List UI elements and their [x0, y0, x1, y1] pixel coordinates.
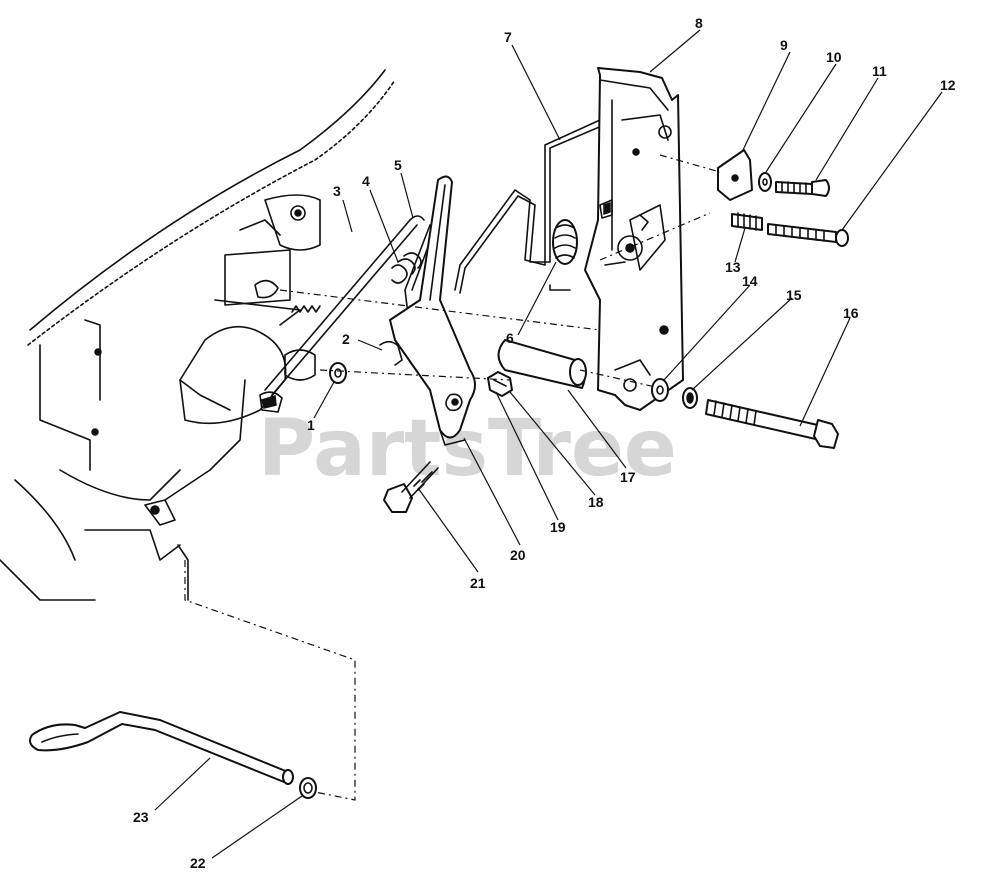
callout-1: 1: [307, 417, 315, 433]
part-6-spring: [552, 219, 578, 265]
part-16-bolt: [705, 399, 839, 449]
part-15-lockwasher: [682, 387, 698, 409]
callout-19: 19: [550, 519, 566, 535]
callout-20: 20: [510, 547, 526, 563]
callout-12: 12: [940, 77, 956, 93]
callout-18: 18: [588, 494, 604, 510]
part-22-washer: [299, 777, 317, 799]
small-spring: [291, 305, 321, 313]
callout-22: 22: [190, 855, 206, 871]
part-21-bolt: [383, 461, 439, 513]
part-1-washer: [329, 362, 347, 384]
part-14-washer: [651, 378, 669, 402]
leader-lines: [154, 29, 943, 859]
callout-7: 7: [504, 29, 512, 45]
callout-8: 8: [695, 15, 703, 31]
callout-labels: 1 2 3 4 5 6 7 8 9 10 11 12 13 14 15 16 1…: [133, 15, 956, 871]
callout-13: 13: [725, 259, 741, 275]
callout-16: 16: [843, 305, 859, 321]
callout-4: 4: [362, 173, 370, 189]
callout-6: 6: [506, 330, 514, 346]
part-7-wire: [454, 119, 605, 294]
part-10-washer: [758, 172, 772, 192]
callout-10: 10: [826, 49, 842, 65]
callout-23: 23: [133, 809, 149, 825]
callout-5: 5: [394, 157, 402, 173]
callout-14: 14: [742, 273, 758, 289]
part-3-rod: [264, 215, 425, 396]
part-11-screw: [775, 179, 830, 197]
alignment-lines: [184, 154, 721, 801]
callout-9: 9: [780, 37, 788, 53]
part-9-bracket: [717, 149, 753, 201]
part-13-spring: [731, 212, 763, 231]
callout-3: 3: [333, 183, 341, 199]
watermark: PartsTree: [258, 404, 677, 494]
part-12-screw: [767, 223, 849, 247]
engine-housing: [0, 69, 396, 601]
part-8-control-plate: [584, 67, 684, 411]
part-19-nut: [487, 371, 513, 397]
callout-17: 17: [620, 469, 636, 485]
callout-2: 2: [342, 331, 350, 347]
callout-11: 11: [872, 63, 887, 79]
part-20-lever: [389, 175, 476, 446]
callout-15: 15: [786, 287, 802, 303]
part-23-handle: [29, 711, 294, 785]
part-17-spacer: [497, 339, 587, 389]
callout-21: 21: [470, 575, 486, 591]
